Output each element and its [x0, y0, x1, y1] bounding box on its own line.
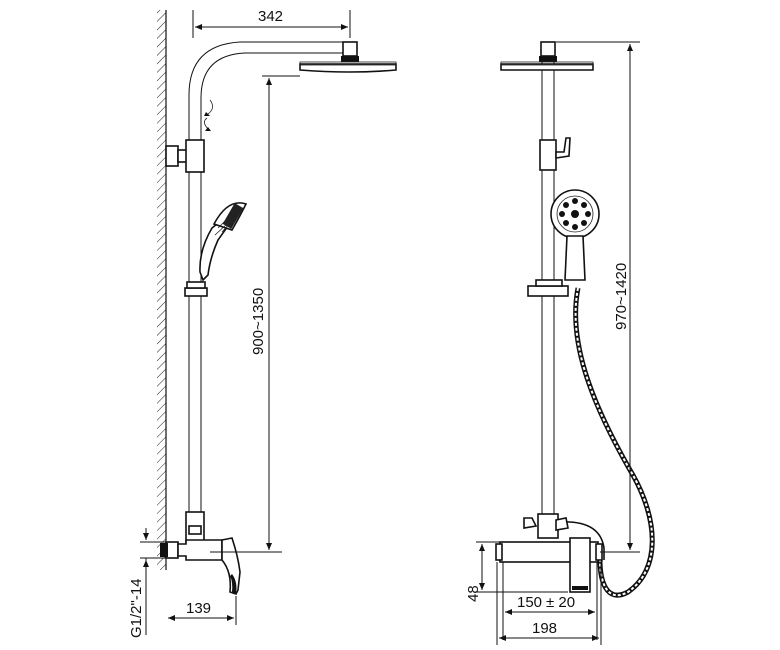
side-riser-pipe	[188, 150, 202, 520]
dim-front-height: 970~1420	[556, 41, 640, 553]
dim-inlet-spacing: 150 ± 20	[502, 562, 598, 640]
side-view: 342 900~1350 G1/2"-14 139	[128, 8, 397, 638]
wall-hatching	[157, 10, 166, 570]
label-pipe-thread: G1/2"-14	[128, 578, 145, 638]
label-rain-arm-length: 342	[258, 8, 283, 25]
side-rain-head	[299, 41, 397, 73]
label-front-height: 970~1420	[613, 263, 630, 330]
front-hand-shower	[550, 189, 600, 281]
label-side-height: 900~1350	[250, 288, 267, 355]
side-lower-joint	[185, 511, 205, 543]
dim-side-depth: 139	[168, 596, 237, 625]
label-mixer-width: 198	[532, 620, 557, 637]
side-hand-shower	[199, 202, 248, 282]
label-side-depth: 139	[186, 600, 211, 617]
front-lower-fittings	[523, 513, 569, 539]
side-slide-holder	[184, 281, 208, 297]
front-view: 970~1420 48 150 ± 20 198	[465, 41, 655, 645]
side-wall-bracket	[165, 139, 205, 173]
label-spacing-tolerance: ± 20	[546, 594, 575, 611]
side-rain-arm	[188, 41, 350, 150]
label-inlet-spacing: 150	[517, 594, 542, 611]
dim-pipe-thread: G1/2"-14	[128, 528, 166, 638]
front-mixer	[495, 537, 603, 593]
label-mixer-height: 48	[465, 585, 482, 602]
front-slide-holder	[527, 279, 569, 297]
dim-rain-arm-length: 342	[192, 8, 351, 38]
front-diverter	[539, 137, 571, 171]
dim-side-height: 900~1350	[210, 75, 300, 553]
side-mixer	[160, 537, 241, 595]
dim-mixer-width: 198	[496, 562, 602, 645]
front-rain-head	[500, 41, 594, 71]
dim-mixer-height: 48	[465, 541, 568, 602]
